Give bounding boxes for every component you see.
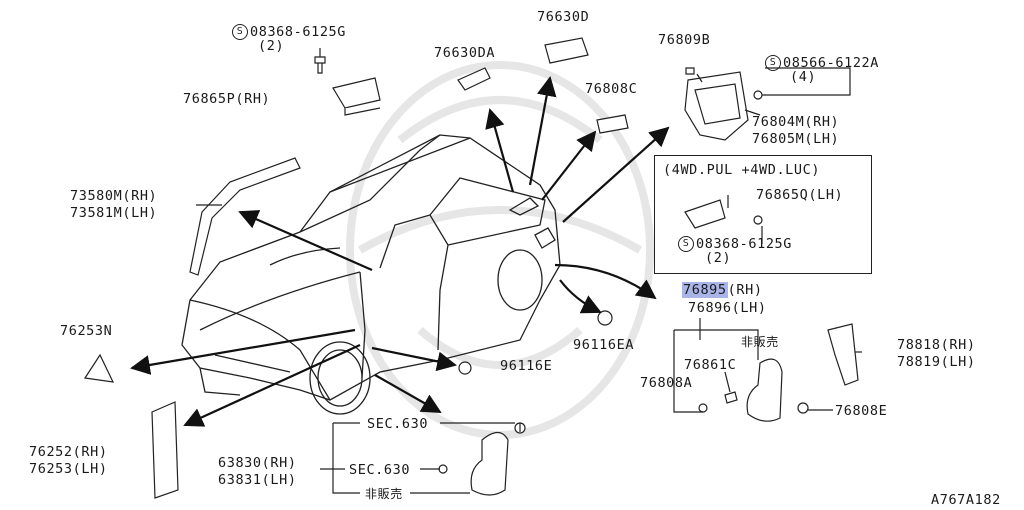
bolt-symbol: S [678, 236, 694, 252]
part-76253n: 76253N [60, 323, 113, 339]
arrows [130, 76, 670, 427]
not-for-sale-left: 非販売 [365, 487, 403, 501]
part-76865q: 76865Q(LH) [756, 187, 844, 203]
part-76808c: 76808C [585, 81, 638, 97]
car-body [181, 134, 561, 415]
part-76804m: 76804M(RH) [752, 114, 840, 130]
part-76805m: 76805M(LH) [752, 131, 840, 147]
part-96116e: 96116E [500, 358, 553, 374]
part-76808e: 76808E [835, 403, 888, 419]
part-96116ea: 96116EA [573, 337, 635, 353]
section-ref-b: SEC.630 [349, 462, 411, 478]
part-76253: 76253(LH) [29, 461, 108, 477]
part-76861c: 76861C [684, 357, 737, 373]
part-73580m: 73580M(RH) [70, 188, 158, 204]
option-box-title: (4WD.PUL +4WD.LUC) [663, 162, 821, 178]
part-76252: 76252(RH) [29, 444, 108, 460]
diagram-id: A767A182 [931, 492, 1001, 508]
not-for-sale-right: 非販売 [741, 335, 779, 349]
bolt-symbol: S [765, 55, 781, 71]
part-78819: 78819(LH) [897, 354, 976, 370]
part-76630da: 76630DA [434, 45, 496, 61]
part-76809b: 76809B [658, 32, 711, 48]
part-76808a: 76808A [640, 375, 693, 391]
part-73581m: 73581M(LH) [70, 205, 158, 221]
part-78818: 78818(RH) [897, 337, 976, 353]
section-ref-a: SEC.630 [367, 416, 429, 432]
part-63830: 63830(RH) [218, 455, 297, 471]
bolt-box-qty: (2) [705, 250, 732, 266]
bolt-top-qty: (2) [258, 38, 285, 54]
part-63831: 63831(LH) [218, 472, 297, 488]
bolt-symbol: S [232, 24, 248, 40]
part-76896: 76896(LH) [688, 300, 767, 316]
part-76630d: 76630D [537, 9, 590, 25]
leader-lines [196, 48, 862, 494]
part-76895: 76895(RH) [682, 282, 763, 298]
option-box [654, 155, 872, 274]
bolt-right-qty: (4) [790, 69, 817, 85]
part-76865p: 76865P(RH) [183, 91, 271, 107]
highlighted-part: 76895 [682, 282, 728, 298]
part-shapes [83, 37, 859, 499]
